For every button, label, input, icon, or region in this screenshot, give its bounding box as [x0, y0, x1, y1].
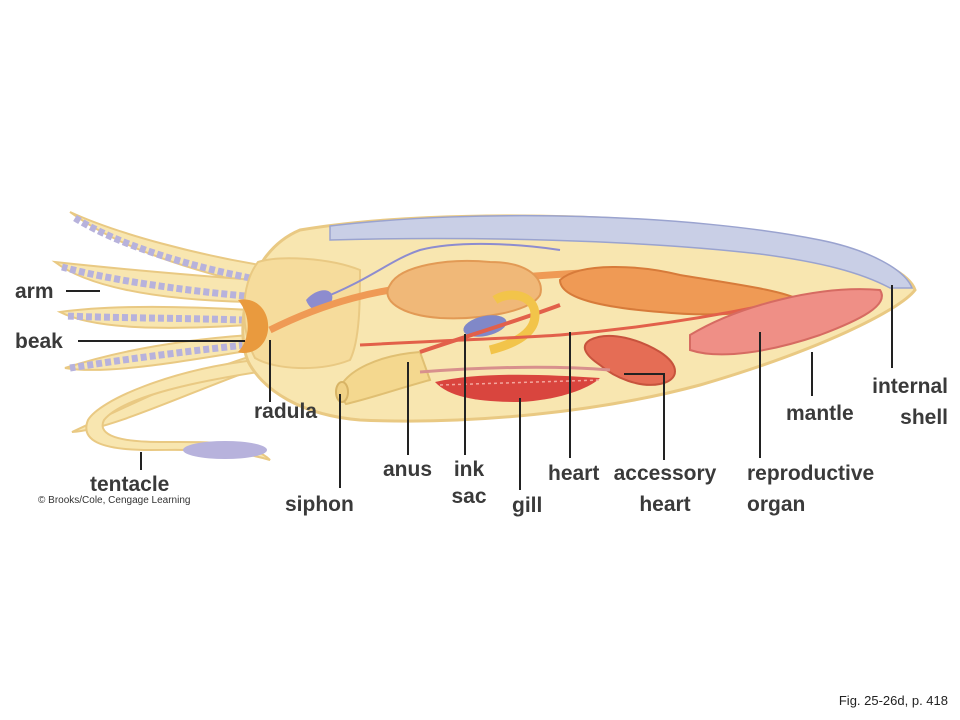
ink-sac-shape: [463, 315, 507, 337]
heart-shape: [583, 335, 676, 386]
arm-3: [56, 305, 252, 329]
digestive-gland: [386, 259, 542, 320]
internal-shell-shape: [329, 214, 914, 289]
label-internal-shell-line1: internal: [872, 375, 948, 398]
reproductive-organ-shape: [689, 288, 883, 356]
label-internal-shell: internal shell: [850, 373, 948, 431]
label-beak: beak: [15, 330, 63, 353]
leader-lines: [66, 285, 893, 490]
label-accessory-heart: accessory heart: [602, 460, 728, 518]
label-accessory-heart-line2: heart: [639, 493, 691, 516]
label-reproductive-organ: reproductive organ: [747, 460, 874, 518]
label-ink-sac: ink sac: [445, 456, 493, 510]
arms: [51, 211, 262, 433]
suckers-3: [65, 312, 246, 324]
vessel: [359, 298, 791, 347]
label-tentacle: tentacle: [90, 473, 170, 496]
label-siphon: siphon: [285, 493, 354, 516]
label-reproductive-organ-line2: organ: [747, 493, 806, 516]
suckers-4: [69, 341, 246, 372]
label-ink-sac-line2: sac: [451, 485, 487, 508]
copyright-notice: © Brooks/Cole, Cengage Learning: [38, 495, 191, 506]
label-internal-shell-line2: shell: [900, 406, 948, 429]
figure-reference: Fig. 25-26d, p. 418: [838, 693, 948, 708]
label-heart: heart: [548, 462, 600, 485]
gill-shape: [435, 374, 600, 402]
label-radula: radula: [254, 400, 318, 423]
nerve: [317, 242, 561, 301]
beak-shape: [238, 299, 269, 354]
label-accessory-heart-line1: accessory: [613, 462, 717, 485]
suckers-1: [73, 215, 251, 282]
label-gill: gill: [512, 494, 543, 517]
caecum: [488, 290, 540, 355]
intestine: [419, 303, 561, 354]
label-ink-sac-line1: ink: [453, 458, 485, 481]
leader-accessory-heart: [624, 373, 665, 460]
gill-vessel: [419, 365, 611, 374]
label-mantle: mantle: [786, 402, 854, 425]
suckers-2: [61, 263, 246, 300]
tentacle-shape: [85, 358, 271, 461]
label-anus: anus: [383, 458, 433, 481]
label-reproductive-organ-line1: reproductive: [747, 462, 875, 485]
label-arm: arm: [15, 280, 54, 303]
